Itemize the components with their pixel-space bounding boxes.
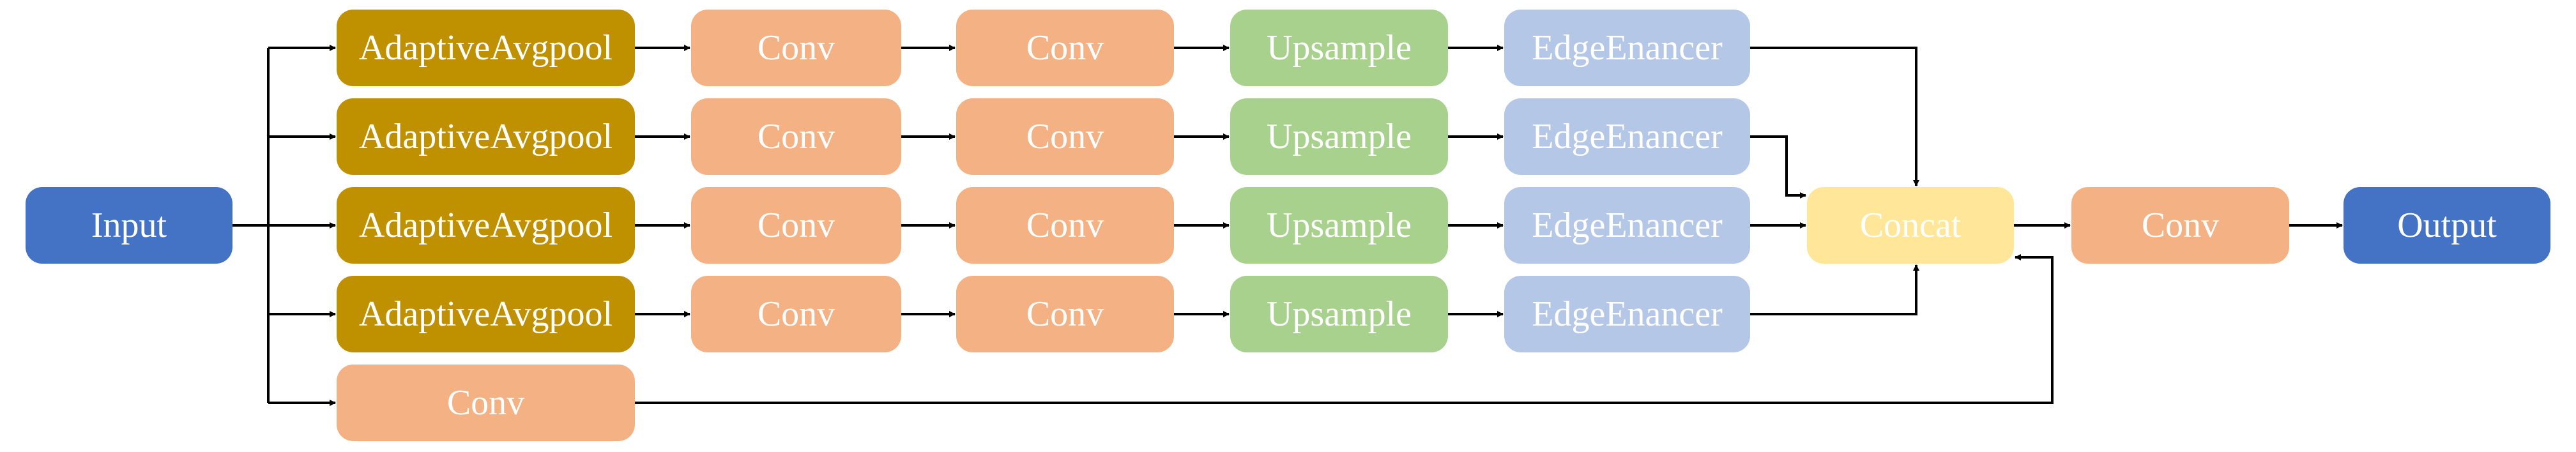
branch-1-to-concat-connector — [1750, 47, 1919, 186]
branch-3-conv-1-node: Conv — [691, 187, 901, 264]
branch-1-conv-2-node: Conv — [956, 10, 1174, 86]
final-conv-node: Conv — [2071, 187, 2289, 264]
shortcut-to-concat-connector — [635, 254, 2054, 404]
branch-1-upsample-node: Upsample — [1230, 10, 1448, 86]
input-node: Input — [26, 187, 232, 264]
branch-2-adaptive-pool-node: AdaptiveAvgpool — [337, 98, 635, 175]
branch-1-conv-1-node: Conv — [691, 10, 901, 86]
shortcut-conv-node: Conv — [337, 365, 635, 441]
branch-1-adaptive-pool-node: AdaptiveAvgpool — [337, 10, 635, 86]
branch-4-conv-2-node: Conv — [956, 276, 1174, 352]
branch-4-upsample-node: Upsample — [1230, 276, 1448, 352]
output-node: Output — [2344, 187, 2550, 264]
branch-2-edge-enhancer-node: EdgeEnancer — [1504, 98, 1750, 175]
branch-4-edge-enhancer-node: EdgeEnancer — [1504, 276, 1750, 352]
branch-2-conv-1-node: Conv — [691, 98, 901, 175]
branch-4-conv-1-node: Conv — [691, 276, 901, 352]
branch-3-adaptive-pool-node: AdaptiveAvgpool — [337, 187, 635, 264]
branch-2-to-concat-connector — [1750, 135, 1806, 199]
branch-3-conv-2-node: Conv — [956, 187, 1174, 264]
branch-4-to-concat-connector — [1750, 264, 1919, 315]
branch-1-edge-enhancer-node: EdgeEnancer — [1504, 10, 1750, 86]
branch-4-adaptive-pool-node: AdaptiveAvgpool — [337, 276, 635, 352]
branch-2-conv-2-node: Conv — [956, 98, 1174, 175]
branch-2-upsample-node: Upsample — [1230, 98, 1448, 175]
concat-node: Concat — [1807, 187, 2014, 264]
branch-3-edge-enhancer-node: EdgeEnancer — [1504, 187, 1750, 264]
branch-3-upsample-node: Upsample — [1230, 187, 1448, 264]
